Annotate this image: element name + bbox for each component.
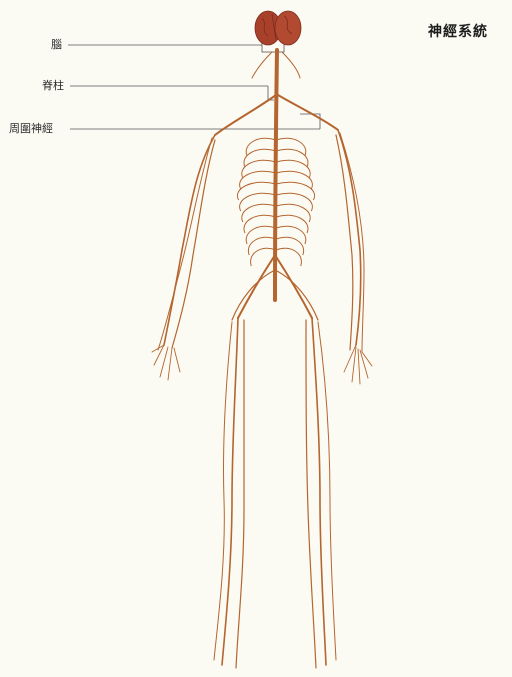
intercostal-nerve bbox=[237, 182, 276, 200]
intercostal-nerve bbox=[244, 215, 276, 233]
right-arm-nerve-2 bbox=[172, 140, 215, 348]
right-leg-nerve-2 bbox=[236, 320, 244, 668]
left-leg-nerve-2 bbox=[306, 320, 316, 668]
intercostal-nerve bbox=[246, 226, 276, 244]
intercostal-nerve bbox=[248, 237, 276, 255]
brain-left-hemisphere bbox=[275, 11, 301, 45]
right-hand-nerves bbox=[152, 345, 180, 380]
right-arm-nerve-1 bbox=[164, 135, 215, 345]
brain bbox=[255, 11, 301, 45]
lumbar-plexus-left bbox=[275, 255, 312, 318]
intercostal-nerve bbox=[242, 204, 276, 222]
left-hand-nerves bbox=[344, 345, 372, 384]
intercostal-nerve bbox=[276, 204, 310, 222]
right-leg-nerve-1 bbox=[222, 318, 238, 665]
nerve-network bbox=[152, 50, 372, 668]
intercostal-nerve bbox=[251, 248, 276, 266]
right-leg-nerve-3 bbox=[214, 322, 232, 660]
spinal-cord bbox=[275, 50, 277, 300]
right-arm-nerve-3 bbox=[158, 138, 212, 350]
intercostal-nerve bbox=[276, 193, 312, 211]
intercostal-nerve bbox=[276, 215, 308, 233]
intercostal-nerve bbox=[276, 182, 315, 200]
left-shoulder-trunk bbox=[278, 95, 338, 130]
intercostal-nerve bbox=[240, 193, 276, 211]
intercostal-nerve bbox=[276, 226, 306, 244]
lumbar-plexus-right bbox=[238, 255, 275, 318]
intercostal-nerve bbox=[276, 237, 304, 255]
